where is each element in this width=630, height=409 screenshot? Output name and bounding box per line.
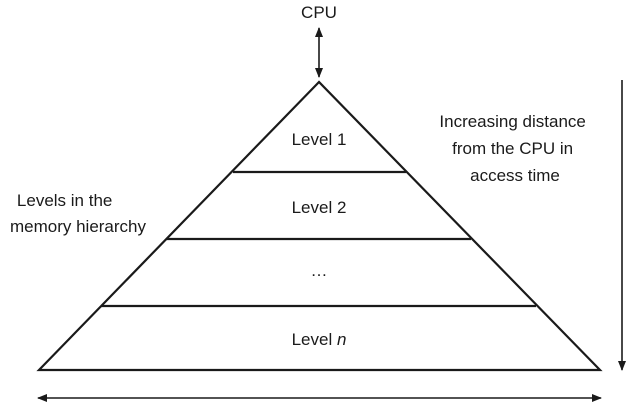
level-label-ellipsis: … xyxy=(311,261,328,280)
level-label-2: Level 2 xyxy=(292,198,347,217)
right-caption-line-2: from the CPU in xyxy=(452,139,573,158)
level-label-1-text: Level 1 xyxy=(292,130,347,149)
level-label-n-variable: n xyxy=(337,330,346,349)
pyramid-outline xyxy=(36,80,603,372)
left-caption-line-1: Levels in the xyxy=(17,191,112,210)
cpu-label: CPU xyxy=(301,3,337,22)
left-caption-line-2: memory hierarchy xyxy=(10,217,147,236)
level-label-n: Level n xyxy=(292,330,347,349)
level-label-ellipsis-text: … xyxy=(311,261,328,280)
level-label-2-text: Level 2 xyxy=(292,198,347,217)
right-caption-line-1: Increasing distance xyxy=(439,112,585,131)
left-caption: Levels in the memory hierarchy xyxy=(10,191,147,236)
level-label-n-text: Level xyxy=(292,330,337,349)
right-caption: Increasing distance from the CPU in acce… xyxy=(439,112,590,185)
level-label-1: Level 1 xyxy=(292,130,347,149)
right-caption-line-3: access time xyxy=(470,166,560,185)
